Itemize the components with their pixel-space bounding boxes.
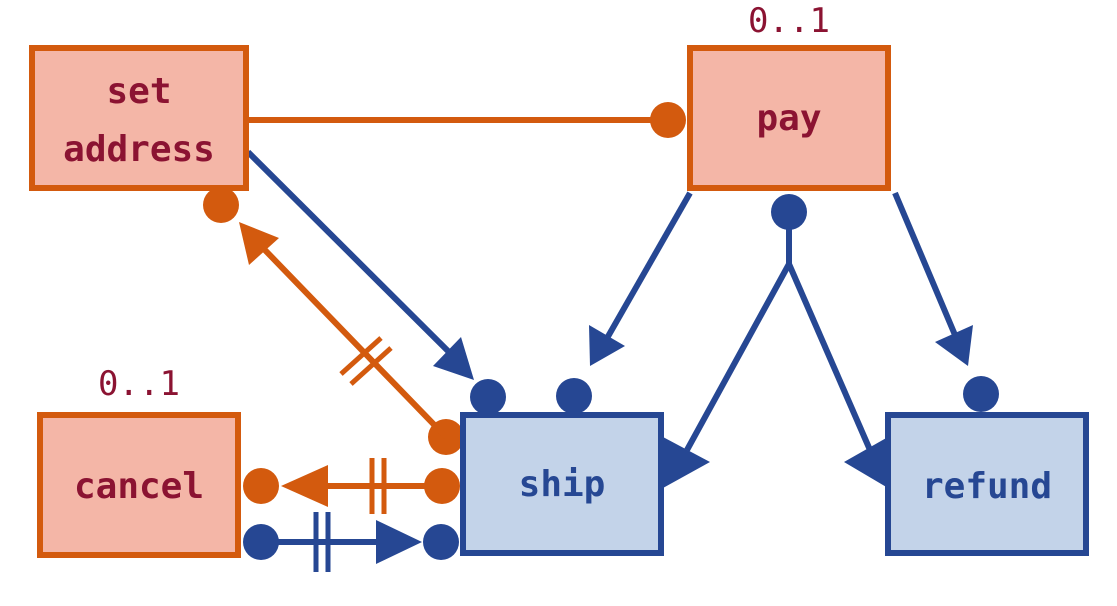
edge-pay-ship <box>556 191 693 414</box>
node-ship: ship <box>460 412 664 556</box>
edge-end-dot <box>243 468 279 504</box>
edge-arrowhead <box>844 437 888 488</box>
edge-setaddress-ship <box>245 149 506 415</box>
edge-end-dot <box>470 379 506 415</box>
edge-end-dot <box>423 524 459 560</box>
node-pay: 0..1 pay <box>687 1 891 191</box>
edge-end-dot <box>556 378 592 414</box>
edge-setaddress-pay <box>248 102 686 138</box>
node-cancel: 0..1 cancel <box>37 364 241 558</box>
node-set-address: set address <box>29 45 249 191</box>
node-cancel-label: cancel <box>74 466 204 507</box>
edge-end-dot <box>203 187 239 223</box>
edge-arrowhead <box>935 325 973 366</box>
node-ship-label: ship <box>519 464 606 505</box>
edge-double-bar <box>349 346 393 386</box>
edge-ship-setaddress <box>203 187 464 455</box>
pay-multiplicity: 0..1 <box>748 1 830 41</box>
edge-arrowhead <box>589 325 625 366</box>
edge-arrowhead <box>433 337 474 380</box>
edge-end-dot <box>963 376 999 412</box>
node-set-address-line2: address <box>63 129 215 170</box>
cancel-multiplicity: 0..1 <box>98 364 180 404</box>
node-pay-label: pay <box>756 98 821 139</box>
node-refund-label: refund <box>922 466 1052 507</box>
edge-cancel-ship <box>243 512 459 572</box>
edge-arrowhead <box>281 465 328 507</box>
edge-ship-cancel <box>243 458 460 514</box>
edge-arrowhead <box>376 520 422 564</box>
edge-arrowhead <box>239 222 279 265</box>
node-set-address-line1: set <box>106 71 171 112</box>
edge-double-bar <box>339 336 383 376</box>
edge-pay-branch <box>663 194 888 488</box>
edge-end-dot <box>650 102 686 138</box>
node-refund: refund <box>885 412 1089 556</box>
edge-arrowhead <box>663 437 710 488</box>
edge-pay-refund <box>892 191 999 412</box>
